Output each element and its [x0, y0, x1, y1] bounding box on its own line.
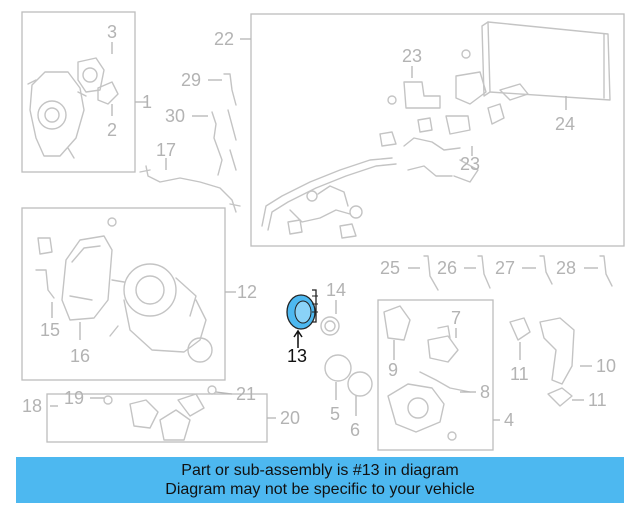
- callout-26: 26: [437, 258, 457, 278]
- callout-12: 12: [237, 282, 257, 302]
- sensor-part-28: [599, 255, 613, 287]
- sensor-part-25: [423, 255, 439, 291]
- callout-13-arrow: [293, 329, 303, 348]
- callout-30: 30: [165, 106, 185, 126]
- group-box-turbo-housing: [21, 11, 136, 173]
- sensor-part-27: [539, 255, 553, 285]
- pump-part-4: [387, 371, 471, 441]
- callout-3: 3: [107, 22, 117, 42]
- turbo-housing-part: [27, 71, 87, 159]
- banner-line-2: Diagram may not be specific to your vehi…: [165, 481, 475, 498]
- group-box-water-pump: [377, 299, 494, 451]
- bracket-part-15: [35, 269, 55, 299]
- callout-15: 15: [40, 320, 60, 340]
- seal-part-6: [347, 371, 373, 397]
- hose-part-10: [539, 317, 575, 385]
- parts-diagram: 3 2 1 29 30 17 22 23 23 24 25 26 27 28 1…: [21, 11, 625, 451]
- callout-20: 20: [280, 408, 300, 428]
- mount-parts-23: [387, 49, 529, 135]
- callout-10: 10: [596, 356, 616, 376]
- highlighted-part-13: [286, 289, 318, 330]
- callout-23b: 23: [460, 154, 480, 174]
- pump-part-9: [383, 305, 411, 341]
- pipe-part-17: [145, 165, 237, 213]
- group-box-turbocharger: [21, 207, 226, 381]
- callout-5: 5: [330, 404, 340, 424]
- callout-27: 27: [495, 258, 515, 278]
- callout-24: 24: [555, 114, 575, 134]
- callout-28: 28: [556, 258, 576, 278]
- callout-11a: 11: [510, 364, 529, 384]
- heat-shield-part-16: [61, 235, 113, 321]
- radiator-part-24: [481, 21, 611, 101]
- callout-4: 4: [504, 410, 514, 430]
- callout-19: 19: [64, 388, 84, 408]
- clamp-part-5: [324, 354, 352, 382]
- callout-1: 1: [142, 92, 152, 112]
- leader-lines: [50, 38, 598, 421]
- callout-18: 18: [22, 396, 42, 416]
- sensor-part-26: [477, 255, 491, 289]
- callout-9: 9: [388, 360, 398, 380]
- sensor-part-30: [211, 111, 223, 176]
- callout-25: 25: [380, 258, 400, 278]
- callout-11b: 11: [588, 390, 607, 410]
- callout-16: 16: [70, 346, 90, 366]
- callout-17: 17: [156, 140, 176, 160]
- group-box-cooling-lines: [250, 13, 625, 247]
- coolant-hoses: [261, 131, 479, 239]
- callout-22: 22: [214, 29, 234, 49]
- callout-6: 6: [350, 420, 360, 440]
- banner-line-1: Part or sub-assembly is #13 in diagram: [181, 462, 459, 479]
- pump-part-7: [427, 325, 459, 363]
- gasket-part-14: [320, 316, 340, 336]
- callout-21: 21: [236, 384, 256, 404]
- turbocharger-part-12: [109, 263, 213, 363]
- gasket-part-11a: [509, 317, 531, 341]
- bracket-part-20: [103, 385, 217, 441]
- callout-8: 8: [480, 382, 490, 402]
- gasket-part-11b: [547, 387, 573, 407]
- callout-7: 7: [451, 308, 461, 328]
- callout-29: 29: [181, 70, 201, 90]
- info-banner: Part or sub-assembly is #13 in diagram D…: [16, 457, 624, 503]
- sensor-part-29: [223, 73, 237, 171]
- callout-2: 2: [107, 120, 117, 140]
- gasket-part-3: [77, 57, 105, 93]
- callout-14: 14: [326, 280, 346, 300]
- callout-23a: 23: [402, 46, 422, 66]
- callout-13: 13: [287, 346, 307, 366]
- gasket-part-2: [97, 81, 119, 105]
